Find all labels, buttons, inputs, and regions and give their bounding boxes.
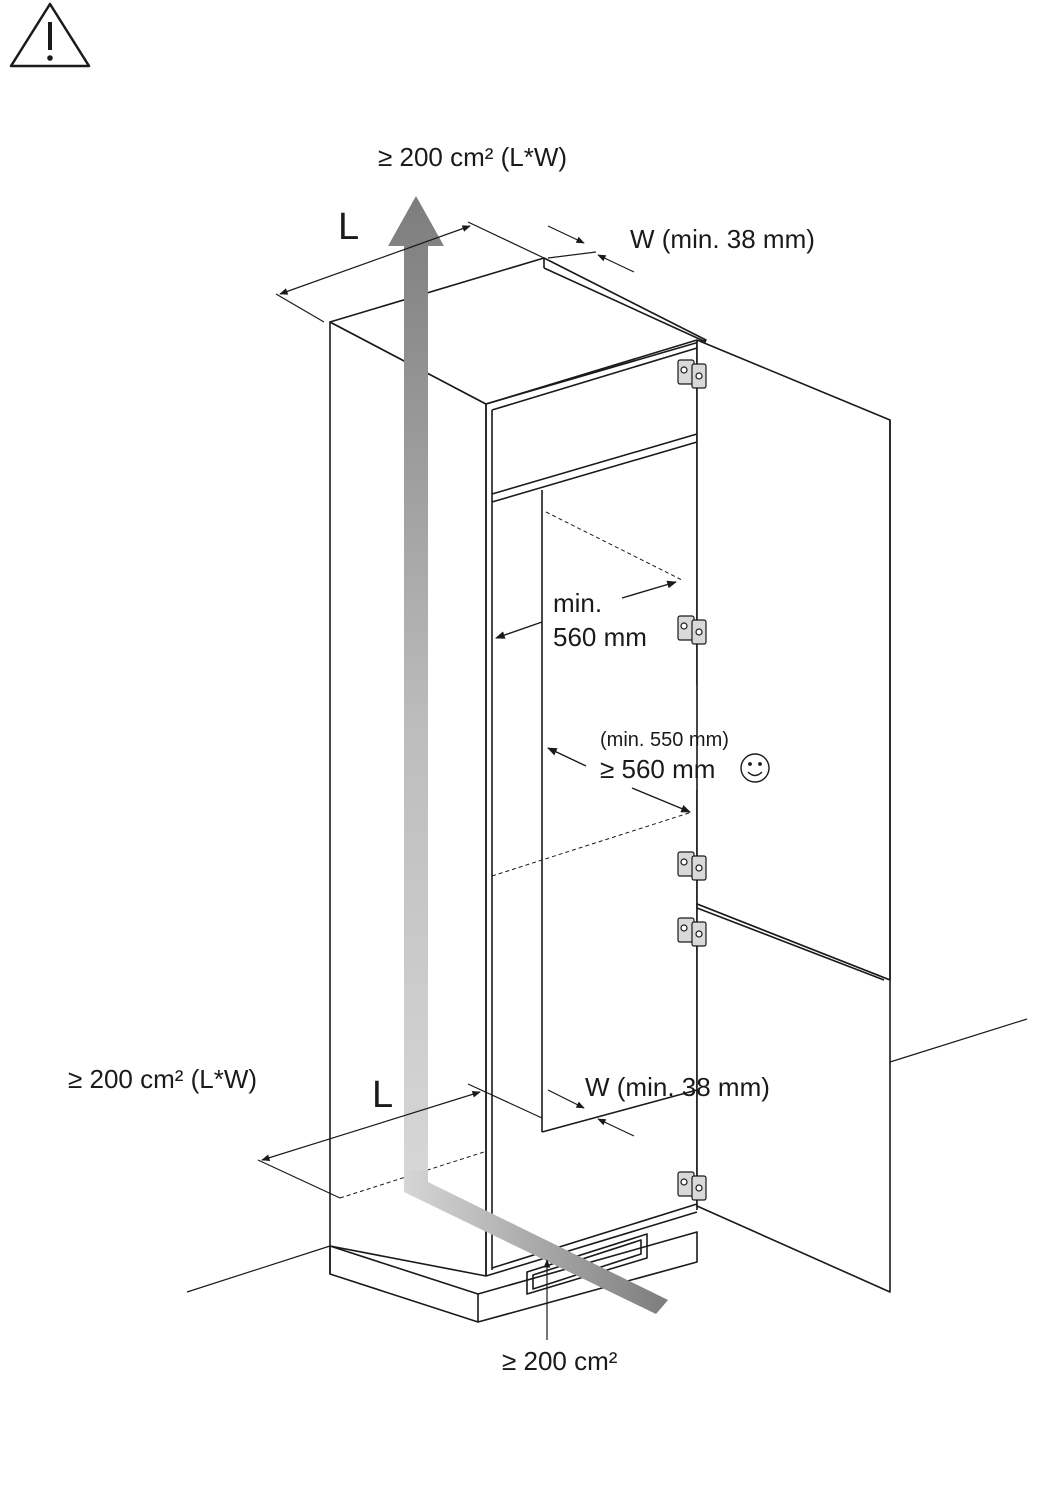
bottom-length-letter: L <box>372 1074 394 1116</box>
bottom-width-label: W (min. 38 mm) <box>585 1072 770 1102</box>
bottom-area-label: ≥ 200 cm² (L*W) <box>68 1064 258 1094</box>
smiley-icon <box>740 753 770 783</box>
door-panels <box>696 339 891 1293</box>
dashed-guides <box>339 511 693 1199</box>
cabinet <box>329 257 707 1323</box>
top-area-label: ≥ 200 cm² (L*W) <box>378 142 568 172</box>
airflow-arrow <box>388 196 668 1314</box>
hinge-icon <box>677 1171 707 1201</box>
top-length-letter: L <box>338 206 360 248</box>
hinge-icon <box>677 359 707 389</box>
depth-label-line2: 560 mm <box>553 622 647 652</box>
warning-triangle-icon <box>9 2 91 68</box>
hinge-icons <box>677 359 707 1201</box>
hinge-icon <box>677 851 707 881</box>
depth-arrows <box>495 580 691 813</box>
depth-label-line1: min. <box>553 588 603 618</box>
bottom-dimensions <box>257 1083 635 1340</box>
hinge-icon <box>677 615 707 645</box>
hinge-icon <box>677 917 707 947</box>
top-dimensions <box>275 221 635 323</box>
top-width-label: W (min. 38 mm) <box>630 224 815 254</box>
gap-label: ≥ 560 mm <box>600 754 716 784</box>
gap-label-small: (min. 550 mm) <box>600 729 729 751</box>
plinth-area-label: ≥ 200 cm² <box>502 1346 618 1376</box>
